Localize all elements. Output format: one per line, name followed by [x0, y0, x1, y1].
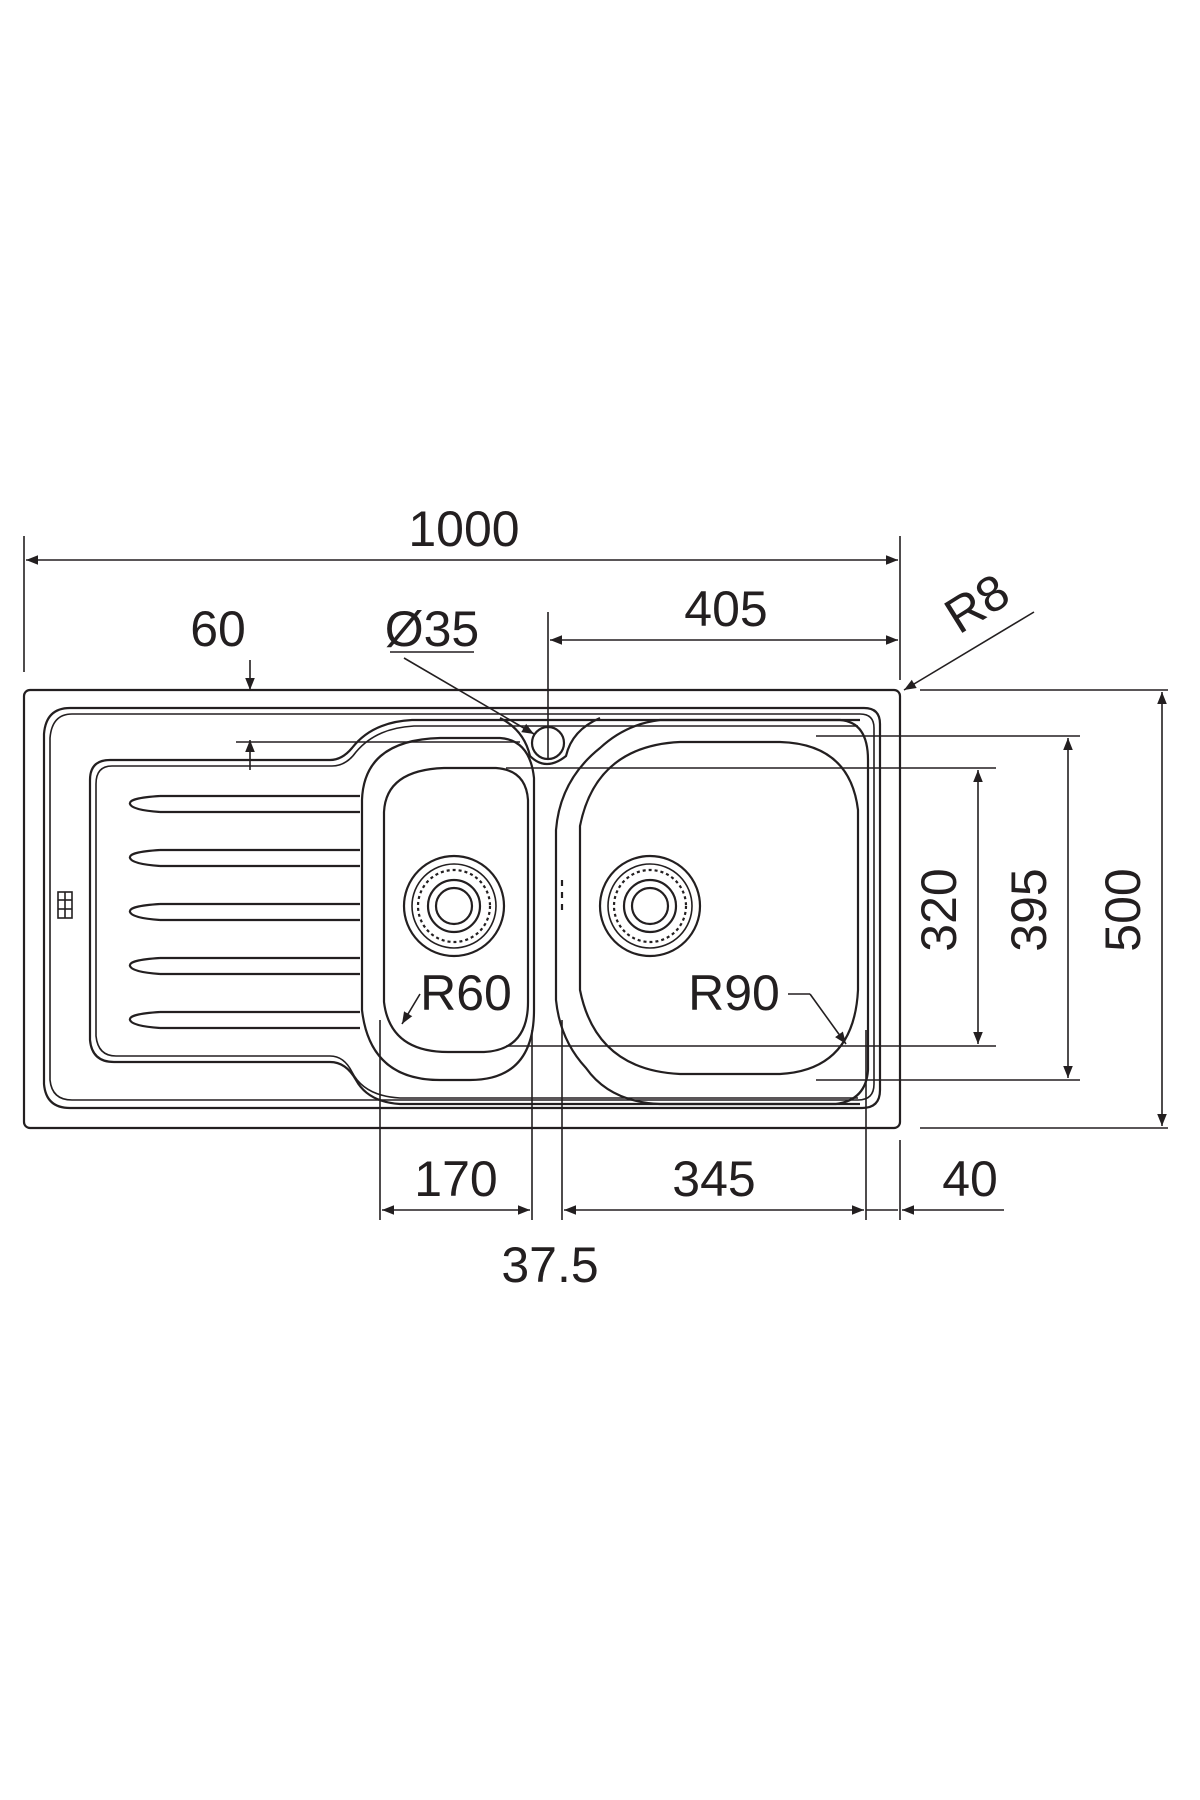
dim-small-bowl-depth: 320	[911, 868, 967, 951]
main-bowl	[554, 718, 870, 1106]
drainer-grooves	[128, 794, 360, 1030]
dim-small-bowl-width: 170	[414, 1151, 497, 1207]
sink-inner-rim-secondary	[49, 713, 875, 1101]
dim-overall-width: 1000	[408, 501, 519, 557]
sink-outline	[22, 688, 902, 1130]
main-bowl-outer	[554, 718, 870, 1106]
drainer-groove	[128, 1010, 360, 1030]
drainer-outline	[88, 718, 860, 1106]
dim-edge-margin: 40	[942, 1151, 998, 1207]
small-bowl-outer	[360, 736, 536, 1082]
dim-main-bowl-width: 345	[672, 1151, 755, 1207]
small-bowl	[360, 736, 536, 1082]
dim-overall-depth: 500	[1095, 868, 1151, 951]
dim-drain-offset: 60	[190, 601, 246, 657]
dim-small-bowl-radius: R60	[420, 965, 512, 1021]
dim-corner-radius: R8	[935, 563, 1019, 644]
drainer-groove	[128, 956, 360, 976]
tap-hole-deck	[499, 716, 601, 766]
small-bowl-inner	[382, 766, 530, 1054]
drainer-board	[57, 718, 860, 1106]
sink-inner-rim	[42, 706, 882, 1110]
drainer-groove	[128, 902, 360, 922]
main-bowl-strainer-icon	[598, 854, 702, 958]
dim-bowl-gap: 37.5	[501, 1237, 598, 1293]
drainer-outline-inner	[95, 725, 858, 1099]
small-bowl-strainer-icon	[402, 854, 506, 958]
sink-outer-rim	[22, 688, 902, 1130]
dim-tap-hole-diameter: Ø35	[385, 601, 480, 657]
dim-main-bowl-radius: R90	[688, 965, 780, 1021]
dimension-lines	[23, 536, 1168, 1220]
drainer-groove	[128, 794, 360, 814]
dim-main-bowl-depth: 395	[1001, 868, 1057, 951]
main-bowl-inner	[578, 740, 860, 1076]
dimension-labels: 1000 60 Ø35 405 R8 500 395 320 R60 R90 1…	[190, 501, 1151, 1293]
drainer-groove	[128, 848, 360, 868]
overflow-icon	[57, 891, 73, 919]
dim-tap-to-edge: 405	[684, 581, 767, 637]
